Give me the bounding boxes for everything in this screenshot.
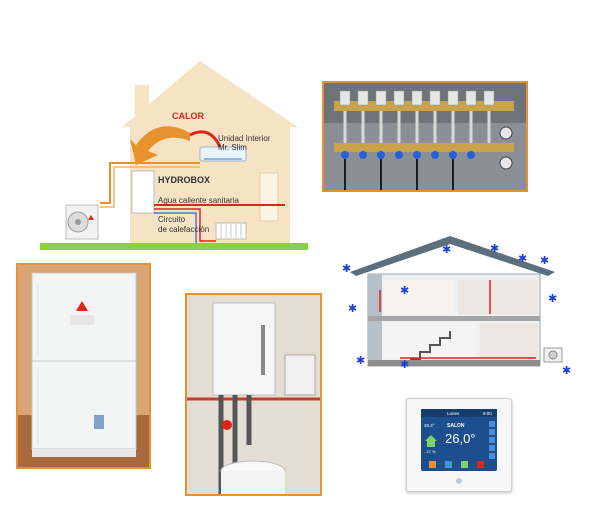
bottom-icon-4[interactable] <box>477 461 484 468</box>
calor-label: CALOR <box>172 111 204 121</box>
hydrobox-icon <box>131 170 155 214</box>
fan-button[interactable] <box>489 445 495 451</box>
thermostat-screen: Lunes 9:00 26,4° SALON 26,0° - 27 % <box>421 409 497 484</box>
radiator-icon <box>215 222 247 240</box>
outdoor-unit-photo <box>16 263 151 469</box>
bottom-icon-1[interactable] <box>429 461 436 468</box>
roof <box>350 236 555 276</box>
home-icon[interactable] <box>425 435 437 447</box>
hydrobox-label: HYDROBOX <box>158 175 210 185</box>
heating-pipe <box>154 208 216 242</box>
dhw-label: Agua caliente sanitaria <box>158 196 239 205</box>
ground <box>40 243 308 250</box>
svg-text:✱: ✱ <box>540 254 549 267</box>
refrigerant-pipe <box>100 162 200 204</box>
heating-circuit-label-line1: Circuito <box>158 215 186 224</box>
heating-circuit-label-line2: de calefacción <box>158 225 209 234</box>
down-button[interactable] <box>489 429 495 435</box>
menu-button[interactable] <box>489 453 495 459</box>
thermostat-panel: Lunes 9:00 26,4° SALON 26,0° - 27 % <box>406 398 512 492</box>
heat-pump-house-diagram: CALOR Unidad Interior Mr. Slim HYDROBOX … <box>40 61 308 250</box>
brand-logo <box>456 478 462 484</box>
svg-text:✱: ✱ <box>400 358 409 371</box>
indoor-unit-label-line1: Unidad Interior <box>218 134 271 143</box>
thermostat-set-temp: 26,0° <box>445 431 476 446</box>
thermostat-humidity: - 27 % <box>424 449 436 454</box>
mode-button[interactable] <box>489 437 495 443</box>
svg-text:✱: ✱ <box>562 364 571 377</box>
svg-text:✱: ✱ <box>348 302 357 315</box>
thermostat-day: Lunes <box>447 411 460 416</box>
svg-text:✱: ✱ <box>442 243 451 256</box>
bottom-icon-2[interactable] <box>445 461 452 468</box>
svg-text:✱: ✱ <box>400 284 409 297</box>
outdoor-unit-icon <box>65 204 99 240</box>
svg-text:✱: ✱ <box>518 252 527 265</box>
snowflake-icons: ✱ ✱ ✱ ✱ ✱ ✱ ✱ ✱ ✱ ✱ ✱ <box>342 242 571 377</box>
svg-text:✱: ✱ <box>490 242 499 255</box>
manifold-bar <box>334 101 514 111</box>
indoor-unit-icon <box>199 146 247 162</box>
window <box>259 172 279 222</box>
hydrobox-unit <box>212 302 276 396</box>
svg-text:✱: ✱ <box>356 354 365 367</box>
thermostat-time: 9:00 <box>483 411 492 416</box>
svg-text:✱: ✱ <box>548 292 557 305</box>
thermostat-small-temp: 26,4° <box>424 423 435 428</box>
thermostat-room: SALON <box>447 423 465 429</box>
bottom-icon-3[interactable] <box>461 461 468 468</box>
hydrobox-installation-photo <box>185 293 322 496</box>
heat-arrow-icon <box>130 126 190 165</box>
svg-text:✱: ✱ <box>342 262 351 275</box>
indoor-unit-label-line2: Mr. Slim <box>218 143 247 152</box>
cutaway-house-illustration: ✱ ✱ ✱ ✱ ✱ ✱ ✱ ✱ ✱ ✱ ✱ <box>342 236 571 377</box>
up-button[interactable] <box>489 421 495 427</box>
manifold-photo <box>322 81 528 192</box>
